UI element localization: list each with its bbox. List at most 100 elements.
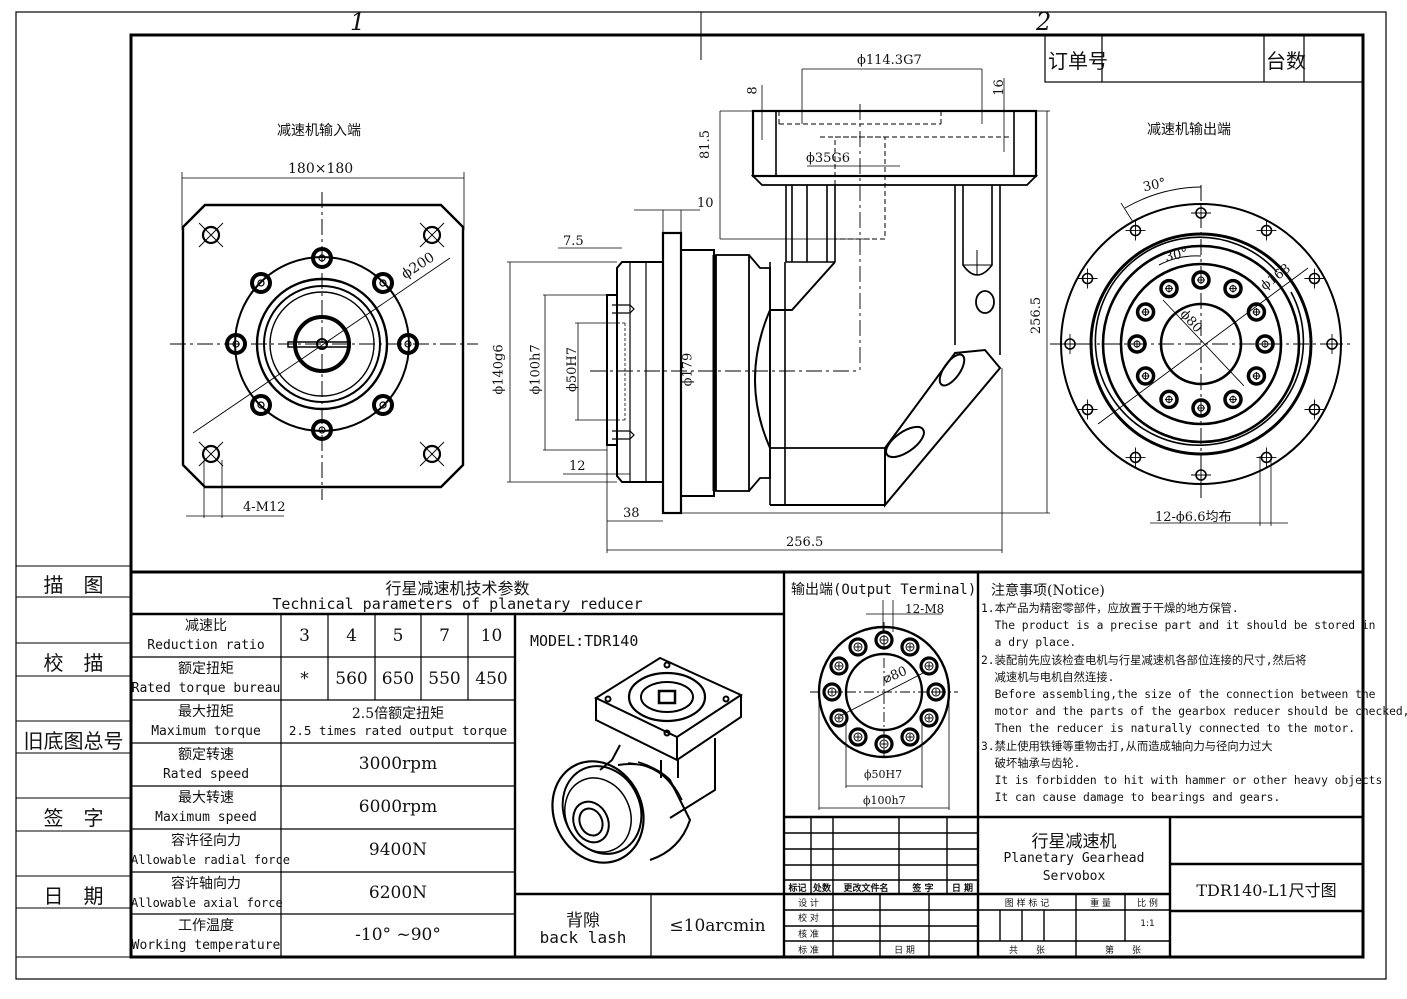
bolt-hole — [1246, 366, 1267, 386]
bolt-hole — [1127, 334, 1147, 354]
bolt-hole — [926, 682, 946, 702]
revision-header: 签 字 — [912, 884, 934, 894]
notice-line: It is forbidden to hit with hammer or ot… — [981, 774, 1383, 788]
param-label-en: Rated torque bureau — [131, 681, 281, 696]
strip-label-date: 日 期 — [43, 884, 104, 908]
dim-38: 38 — [623, 506, 640, 521]
total-sheets: 共 张 — [1008, 946, 1045, 956]
inner-bolt-holes — [1127, 270, 1275, 418]
param-value-cell: 3 — [299, 626, 310, 646]
zone-label-2: 2 — [1036, 8, 1052, 36]
notice-line: 2.装配前先应该检查电机与行星减速机各部位连接的尺寸,然后将 — [981, 653, 1307, 667]
param-value-cell: 450 — [475, 669, 508, 689]
dim-length-256-5: 256.5 — [786, 535, 824, 550]
outer-mounting-holes — [1060, 203, 1342, 485]
param-label-cell: 额定转速 Rated speed — [131, 746, 281, 784]
param-label-cn: 容许轴向力 — [171, 876, 241, 892]
revision-header: 日 期 — [951, 884, 974, 894]
bolt-hole — [919, 708, 939, 728]
notice-line: 1.本产品为精密零部件，应放置于干燥的地方保管. — [981, 602, 1239, 615]
param-label-cn: 减速比 — [185, 618, 227, 634]
param-label-cn: 容许径向力 — [171, 833, 241, 849]
notice-line: 减速机与电机自然连接. — [981, 670, 1115, 684]
weight-label: 重 量 — [1090, 899, 1111, 909]
terminal-dim-50: ϕ50H7 — [864, 768, 903, 781]
output-terminal-title: 输出端(Output Terminal) — [791, 582, 977, 598]
bolt-hole — [829, 656, 849, 676]
notice-line: motor and the parts of the gearbox reduc… — [981, 705, 1407, 719]
param-value-cell: 4 — [346, 626, 357, 646]
bolt-hole — [874, 734, 894, 754]
bolt-hole — [900, 727, 920, 747]
notice-line: Before assembling,the size of the connec… — [981, 688, 1376, 702]
param-value-cell: 5 — [392, 626, 404, 646]
param-label-cn: 最大扭矩 — [178, 704, 234, 720]
bolt-hole — [1159, 389, 1179, 410]
notice-line: The product is a precise part and it sho… — [981, 619, 1376, 633]
bolt-hole — [1159, 278, 1179, 299]
notice-line: 破坏轴承与齿轮. — [981, 756, 1081, 770]
bolt-hole — [1191, 270, 1211, 290]
bolt-hole — [900, 637, 920, 657]
notice-line: a dry place. — [981, 636, 1077, 650]
terminal-dim-100: ϕ100h7 — [863, 794, 906, 807]
notice-line: 3.禁止使用铁锤等重物击打,从而造成轴向力与径向力过大 — [981, 739, 1273, 753]
param-value: 9400N — [368, 840, 428, 860]
drawing-title: TDR140-L1尺寸图 — [1196, 881, 1337, 900]
bolt-hole — [848, 637, 868, 657]
scale-value: 1:1 — [1140, 919, 1155, 929]
param-value-cell: 550 — [428, 669, 461, 689]
product-name-en: Planetary Gearhead — [1003, 851, 1145, 866]
notice-line: It can cause damage to bearings and gear… — [981, 791, 1281, 805]
bolt-hole — [1223, 389, 1243, 410]
dim-holes-12-6-6: 12-ϕ6.6均布 — [1155, 510, 1232, 525]
strip-label-old-number: 旧底图总号 — [23, 729, 124, 753]
param-label-en: Rated speed — [162, 767, 250, 782]
dim-square-180: 180×180 — [288, 161, 354, 177]
sign-row-label: 核 准 — [798, 930, 819, 940]
bolt-hole — [1223, 278, 1243, 299]
dim-holes-4-m12: 4-M12 — [243, 500, 286, 515]
tech-title-cn: 行星减速机技术参数 — [385, 579, 530, 598]
sign-row-label: 标 准 — [798, 946, 819, 956]
bolt-hole — [1191, 398, 1211, 418]
bolt-hole — [848, 727, 868, 747]
param-value: 6200N — [368, 883, 428, 903]
dim-12: 12 — [569, 459, 586, 474]
param-value: -10° ~90° — [355, 925, 441, 945]
sheet-number: 第 张 — [1104, 946, 1141, 956]
terminal-bolt-holes — [822, 630, 946, 754]
param-value-en: 2.5 times rated output torque — [288, 723, 508, 738]
param-value: 6000rpm — [358, 797, 438, 817]
param-label-en: Allowable radial force — [131, 853, 290, 867]
order-number-label: 订单号 — [1048, 49, 1108, 73]
bolt-hole — [1135, 366, 1156, 386]
output-view-title: 减速机输出端 — [1147, 122, 1231, 138]
param-label-cn: 额定转速 — [178, 747, 234, 763]
backlash-label-cn: 背隙 — [566, 911, 600, 931]
bolt-hole — [822, 682, 842, 702]
product-name-cn: 行星减速机 — [1031, 832, 1117, 852]
notice-title: 注意事项(Notice) — [991, 583, 1105, 599]
param-label-cn: 最大转速 — [178, 790, 234, 806]
bolt-hole — [874, 630, 894, 650]
bolt-hole — [1246, 302, 1267, 322]
dim-10: 10 — [697, 196, 714, 211]
strip-label-check-trace: 校 描 — [43, 651, 104, 675]
sign-row-label: 校 对 — [798, 914, 819, 924]
model-label: MODEL:TDR140 — [530, 632, 639, 650]
bolt-hole — [1255, 334, 1275, 354]
strip-label-trace: 描 图 — [43, 573, 104, 597]
